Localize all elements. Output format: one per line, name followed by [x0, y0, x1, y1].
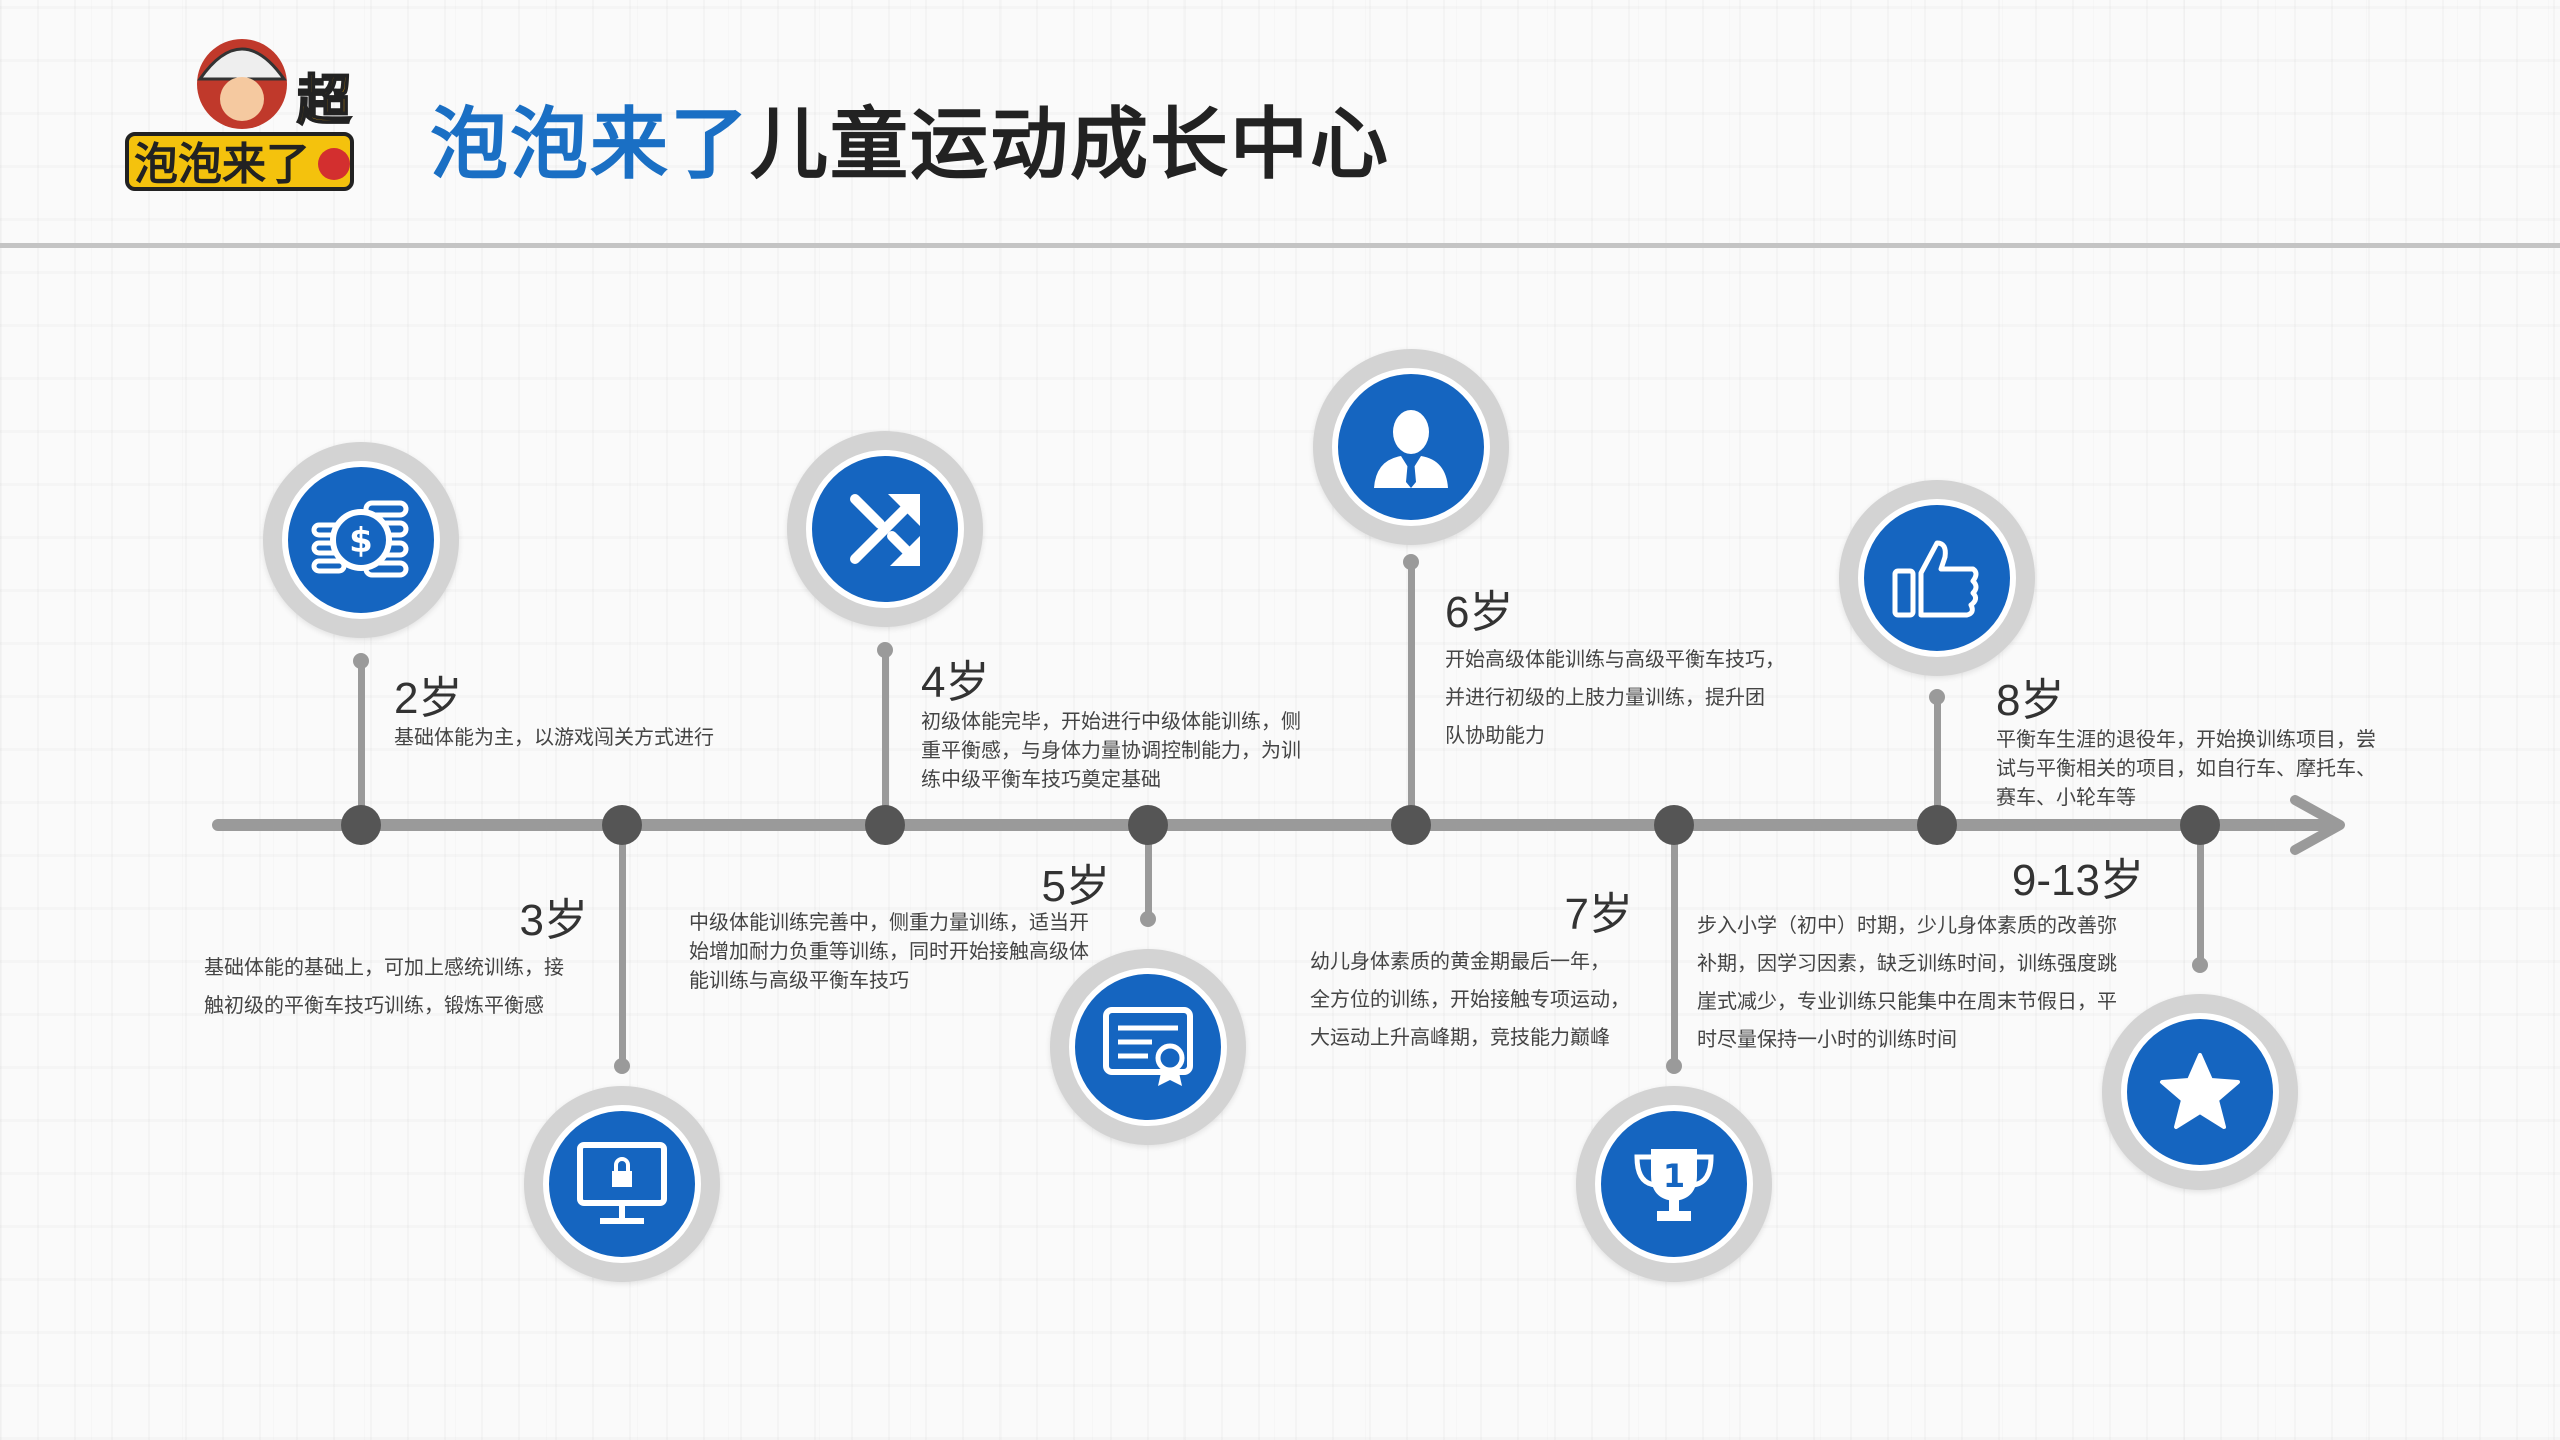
desc-line: 幼儿身体素质的黄金期最后一年， [1310, 949, 1610, 973]
user-icon [1374, 410, 1448, 488]
desc-line: 全方位的训练，开始接触专项运动， [1310, 987, 1630, 1011]
stage-2-desc: 基础体能为主，以游戏闯关方式进行 [394, 723, 714, 752]
timeline-dot [602, 805, 642, 845]
stem-2 [358, 661, 365, 825]
desc-line: 练中级平衡车技巧奠定基础 [921, 767, 1161, 791]
desc-line: 触初级的平衡车技巧训练，锻炼平衡感 [204, 993, 544, 1017]
money-coins-icon: $ [311, 500, 409, 578]
stage-3-desc: 基础体能的基础上，可加上感统训练，接触初级的平衡车技巧训练，锻炼平衡感 [204, 948, 564, 1024]
stage-2-badge: $ [263, 442, 459, 638]
knob-2 [353, 653, 369, 669]
star-icon [2160, 1053, 2240, 1129]
thumbs-up-icon [1892, 540, 1979, 618]
desc-line: 并进行初级的上肢力量训练，提升团 [1445, 685, 1765, 709]
desc-line: 开始高级体能训练与高级平衡车技巧， [1445, 647, 1785, 671]
svg-text:泡泡来了: 泡泡来了 [134, 139, 310, 190]
title-rest: 儿童运动成长中心 [750, 100, 1391, 190]
stage-8-badge [1839, 480, 2035, 676]
stage-4-desc: 初级体能完毕，开始进行中级体能训练，侧重平衡感，与身体力量协调控制能力，为训练中… [921, 707, 1301, 794]
desc-line: 初级体能完毕，开始进行中级体能训练，侧 [921, 709, 1301, 733]
timeline-dot [1391, 805, 1431, 845]
stage-3-age: 3岁 [519, 896, 588, 945]
timeline-dot [2180, 805, 2220, 845]
timeline-dot [1654, 805, 1694, 845]
stem-7 [1671, 825, 1678, 1066]
stage-6-age: 6岁 [1445, 588, 1514, 637]
desc-line: 能训练与高级平衡车技巧 [689, 968, 909, 992]
timeline-dot [1128, 805, 1168, 845]
stage-7-desc: 幼儿身体素质的黄金期最后一年， 全方位的训练，开始接触专项运动， 大运动上升高峰期，… [1310, 942, 1630, 1056]
knob-6 [1403, 554, 1419, 570]
stage-9-13-badge [2102, 994, 2298, 1190]
stage-7-badge: 1 [1576, 1086, 1772, 1282]
stage-9-13-desc: 步入小学（初中）时期，少儿身体素质的改善弥补期，因学习因素，缺乏训练时间，训练强… [1697, 906, 2117, 1058]
certificate-icon [1103, 1007, 1193, 1086]
stage-8-desc: 平衡车生涯的退役年，开始换训练项目，尝试与平衡相关的项目，如自行车、摩托车、赛车… [1996, 725, 2376, 812]
stem-4 [882, 650, 889, 825]
desc-line: 始增加耐力负重等训练，同时开始接触高级体 [689, 939, 1089, 963]
stem-9-13 [2197, 825, 2204, 965]
stage-2-age: 2岁 [394, 674, 463, 723]
desc-line: 基础体能为主，以游戏闯关方式进行 [394, 725, 714, 749]
stage-8-age: 8岁 [1996, 676, 2065, 725]
trophy-icon: 1 [1634, 1149, 1714, 1221]
stage-4-badge [787, 431, 983, 627]
knob-9-13 [2192, 957, 2208, 973]
knob-3 [614, 1058, 630, 1074]
desc-line: 队协助能力 [1445, 723, 1545, 747]
monitor-lock-icon [577, 1142, 667, 1224]
desc-line: 平衡车生涯的退役年，开始换训练项目，尝 [1996, 727, 2376, 751]
timeline-axis [212, 819, 2332, 831]
stage-4-age: 4岁 [921, 658, 990, 707]
stage-6-badge [1313, 349, 1509, 545]
stage-3-badge [524, 1086, 720, 1282]
stem-3 [619, 825, 626, 1066]
svg-text:$: $ [349, 521, 373, 561]
svg-text:1: 1 [1663, 1157, 1685, 1195]
desc-line: 试与平衡相关的项目，如自行车、摩托车、 [1996, 756, 2376, 780]
stage-9-13-age: 9-13岁 [2011, 856, 2144, 905]
shuffle-icon [850, 494, 920, 566]
timeline-dot [1917, 805, 1957, 845]
stem-6 [1408, 562, 1415, 825]
logo: 泡泡来了 超 [125, 39, 354, 191]
stage-5-badge [1050, 949, 1246, 1145]
knob-8 [1929, 689, 1945, 705]
desc-line: 大运动上升高峰期，竞技能力巅峰 [1310, 1025, 1610, 1049]
knob-7 [1666, 1058, 1682, 1074]
stage-7-age: 7岁 [1564, 890, 1633, 939]
desc-line: 补期，因学习因素，缺乏训练时间，训练强度跳 [1697, 951, 2117, 975]
header-divider [0, 243, 2560, 248]
knob-4 [877, 642, 893, 658]
timeline-arrow-icon [2290, 795, 2345, 855]
timeline-dot [341, 805, 381, 845]
title-brand: 泡泡来了 [430, 100, 751, 190]
desc-line: 基础体能的基础上，可加上感统训练，接 [204, 955, 564, 979]
page-title: 泡泡来了儿童运动成长中心 [430, 82, 1390, 194]
knob-5 [1140, 911, 1156, 927]
svg-text:超: 超 [297, 69, 352, 132]
stage-5-age: 5岁 [1041, 862, 1110, 911]
desc-line: 时尽量保持一小时的训练时间 [1697, 1027, 1957, 1051]
stem-8 [1934, 697, 1941, 825]
stem-5 [1145, 825, 1152, 919]
desc-line: 重平衡感，与身体力量协调控制能力，为训 [921, 738, 1301, 762]
desc-line: 步入小学（初中）时期，少儿身体素质的改善弥 [1697, 913, 2117, 937]
timeline-dot [865, 805, 905, 845]
desc-line: 崖式减少，专业训练只能集中在周末节假日，平 [1697, 989, 2117, 1013]
stage-5-desc: 中级体能训练完善中，侧重力量训练，适当开始增加耐力负重等训练，同时开始接触高级体… [689, 908, 1089, 995]
desc-line: 中级体能训练完善中，侧重力量训练，适当开 [689, 910, 1089, 934]
desc-line: 赛车、小轮车等 [1996, 785, 2136, 809]
stage-6-desc: 开始高级体能训练与高级平衡车技巧， 并进行初级的上肢力量训练，提升团队协助能力 [1445, 640, 1785, 754]
